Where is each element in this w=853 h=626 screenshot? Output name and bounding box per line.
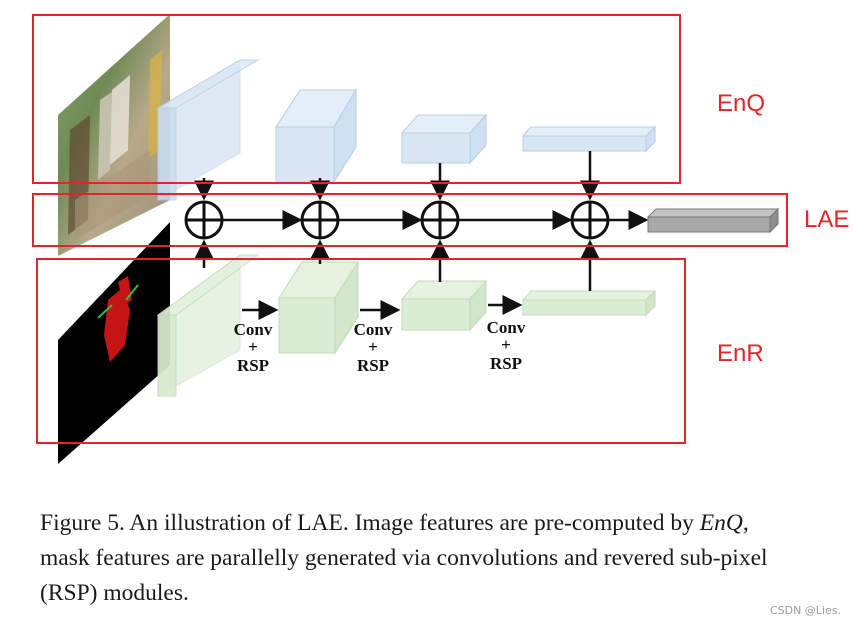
op-1-line3: RSP xyxy=(237,356,269,375)
operation-label-2: Conv + RSP xyxy=(354,320,393,375)
enr-label: EnR xyxy=(717,340,764,367)
caption-part-2: , mask features are parallelly generated… xyxy=(40,510,768,606)
input-mask xyxy=(58,222,170,464)
enr-region-box xyxy=(36,258,686,444)
op-2-line3: RSP xyxy=(357,356,389,375)
query-feature-3 xyxy=(400,113,488,165)
query-feature-4 xyxy=(521,125,657,153)
op-3-line1: Conv xyxy=(487,318,526,337)
mask-branch-arrows xyxy=(242,295,523,320)
watermark: CSDN @Lies. xyxy=(769,604,841,617)
mask-feature-3 xyxy=(400,279,488,332)
sum-node-1 xyxy=(184,200,224,240)
operation-label-1: Conv + RSP xyxy=(234,320,273,375)
lae-region-box xyxy=(32,193,788,247)
op-2-line2: + xyxy=(368,337,378,356)
lae-label: LAE xyxy=(804,206,850,233)
op-3-line2: + xyxy=(501,335,511,354)
query-feature-2 xyxy=(275,88,357,184)
enq-label: EnQ xyxy=(717,90,766,117)
output-feature xyxy=(646,207,780,234)
caption-part-1: Figure 5. An illustration of LAE. Image … xyxy=(40,510,700,536)
mask-feature-1 xyxy=(156,254,260,397)
op-2-line1: Conv xyxy=(354,320,393,339)
sum-node-2 xyxy=(300,200,340,240)
vertical-arrows xyxy=(194,151,600,291)
figure-caption: Figure 5. An illustration of LAE. Image … xyxy=(40,506,800,611)
input-image xyxy=(58,14,170,256)
enq-region-box xyxy=(32,14,681,184)
mask-feature-4 xyxy=(521,289,657,317)
caption-emphasis: EnQ xyxy=(699,510,743,536)
sum-node-3 xyxy=(420,200,460,240)
query-feature-1 xyxy=(156,59,260,201)
mask-feature-2 xyxy=(278,260,359,355)
op-3-line3: RSP xyxy=(490,354,522,373)
op-1-line2: + xyxy=(248,337,258,356)
op-1-line1: Conv xyxy=(234,320,273,339)
operation-label-3: Conv + RSP xyxy=(487,318,526,373)
sum-node-4 xyxy=(570,200,610,240)
